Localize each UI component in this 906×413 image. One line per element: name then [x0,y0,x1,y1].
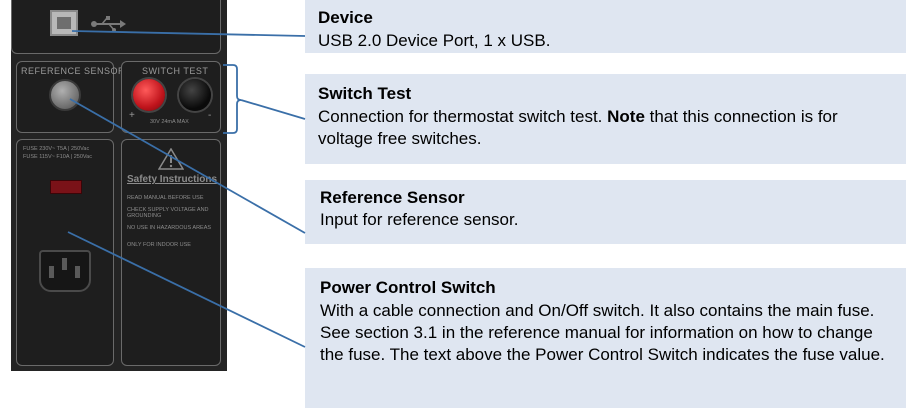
callout-reference-sensor-title: Reference Sensor [320,188,465,207]
device-panel: REFERENCE SENSOR SWITCH TEST + - 30V 24m… [11,0,227,371]
leader-line-reference-sensor [69,98,306,234]
leader-line-power-control [67,231,306,348]
fuse-line-1: FUSE 230V~ T5A | 250Vac [23,146,90,152]
switch-rating: 30V 24mA MAX [150,119,189,125]
safety-title: Safety Instructions [127,174,218,185]
safety-item-1: READ MANUAL BEFORE USE [127,195,204,201]
safety-item-2: CHECK SUPPLY VOLTAGE AND GROUNDING [127,207,209,219]
reference-sensor-label: REFERENCE SENSOR [21,66,126,76]
callout-power-control-title: Power Control Switch [320,278,496,297]
callout-device: Device USB 2.0 Device Port, 1 x USB. [305,0,906,53]
minus-sign: - [208,110,212,121]
callout-switch-test-text: Connection for thermostat switch test. N… [318,106,896,150]
callout-power-control: Power Control Switch With a cable connec… [305,268,906,408]
bracket-switch-test [223,64,242,134]
safety-item-4: ONLY FOR INDOOR USE [127,242,191,248]
safety-module: Safety Instructions READ MANUAL BEFORE U… [121,139,221,366]
callout-reference-sensor-text: Input for reference sensor. [320,210,519,229]
callout-switch-test-text-pre: Connection for thermostat switch test. [318,107,608,126]
fuse-line-2: FUSE 115V~ F10A | 250Vac [23,154,92,160]
switch-test-red-terminal[interactable] [133,79,165,111]
power-module: FUSE 230V~ T5A | 250Vac FUSE 115V~ F10A … [16,139,114,366]
switch-test-module: SWITCH TEST + - 30V 24mA MAX [121,61,221,133]
callout-power-control-text: With a cable connection and On/Off switc… [320,301,885,364]
safety-item-3: NO USE IN HAZARDOUS AREAS [127,225,212,231]
usb-module [11,0,221,54]
callout-switch-test-text-post: that this connection is for voltage free… [318,107,838,148]
callout-switch-test-note: Note [607,107,645,126]
callout-device-title: Device [318,8,373,27]
plus-sign: + [129,110,136,121]
callout-reference-sensor: Reference Sensor Input for reference sen… [305,180,906,244]
power-switch[interactable] [50,180,82,194]
switch-test-label: SWITCH TEST [142,66,209,76]
switch-test-black-terminal[interactable] [179,79,211,111]
power-inlet[interactable] [39,250,91,292]
reference-sensor-module: REFERENCE SENSOR [16,61,125,133]
leader-line-device [71,30,306,37]
callout-switch-test: Switch Test Connection for thermostat sw… [305,74,906,164]
leader-line-switch-test [240,99,306,120]
callout-switch-test-title: Switch Test [318,84,412,103]
reference-sensor-socket[interactable] [49,79,81,111]
callout-device-text: USB 2.0 Device Port, 1 x USB. [318,31,551,50]
